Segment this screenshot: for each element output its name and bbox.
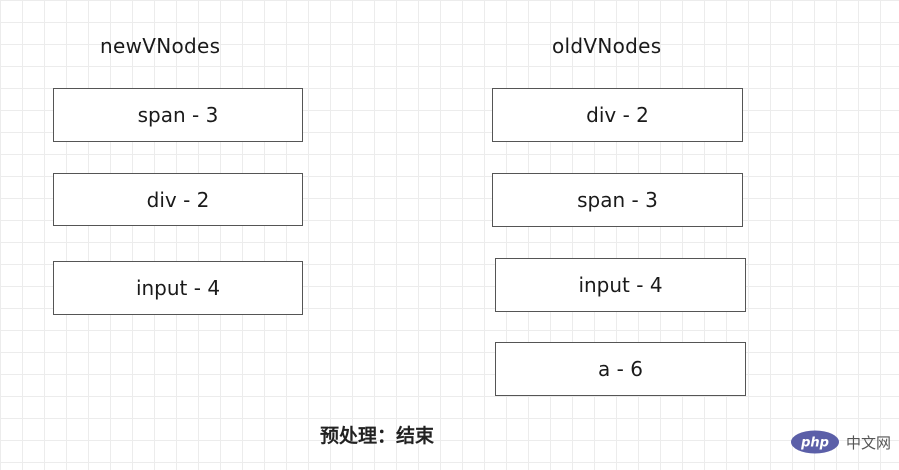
- new-node-1: span - 3: [53, 88, 303, 142]
- old-node-1: div - 2: [492, 88, 743, 142]
- status-caption: 预处理：结束: [320, 425, 435, 447]
- new-node-3: input - 4: [53, 261, 303, 315]
- new-vnodes-title: newVNodes: [100, 34, 221, 58]
- watermark-logo-text: php: [800, 436, 829, 451]
- watermark-site-text: 中文网: [845, 433, 891, 452]
- watermark: php 中文网: [790, 430, 891, 454]
- old-node-2: span - 3: [492, 173, 743, 227]
- old-vnodes-title: oldVNodes: [552, 34, 662, 58]
- old-node-4: a - 6: [495, 342, 746, 396]
- old-node-3: input - 4: [495, 258, 746, 312]
- php-logo-icon: php: [790, 430, 839, 454]
- new-node-2: div - 2: [53, 173, 303, 226]
